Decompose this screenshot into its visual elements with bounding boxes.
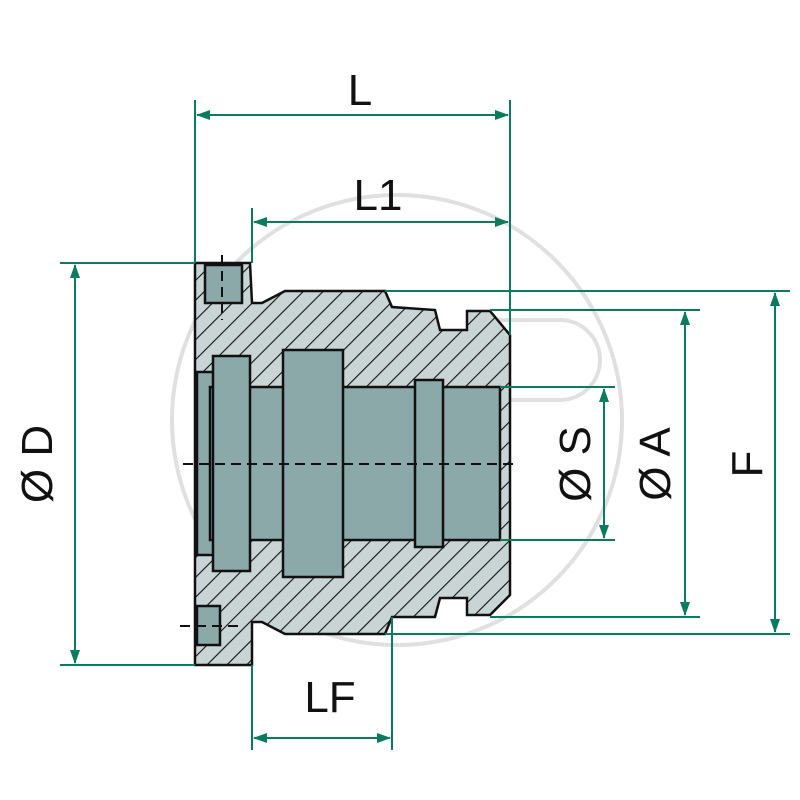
label-F: F <box>723 451 772 478</box>
label-LF: LF <box>304 673 355 722</box>
label-L: L <box>348 66 372 115</box>
dimension-lines <box>60 100 790 750</box>
label-D: Ø D <box>13 425 62 503</box>
label-L1: L1 <box>354 171 403 220</box>
label-A: Ø A <box>631 427 680 501</box>
center-lines <box>180 255 518 627</box>
label-S: Ø S <box>551 426 600 502</box>
